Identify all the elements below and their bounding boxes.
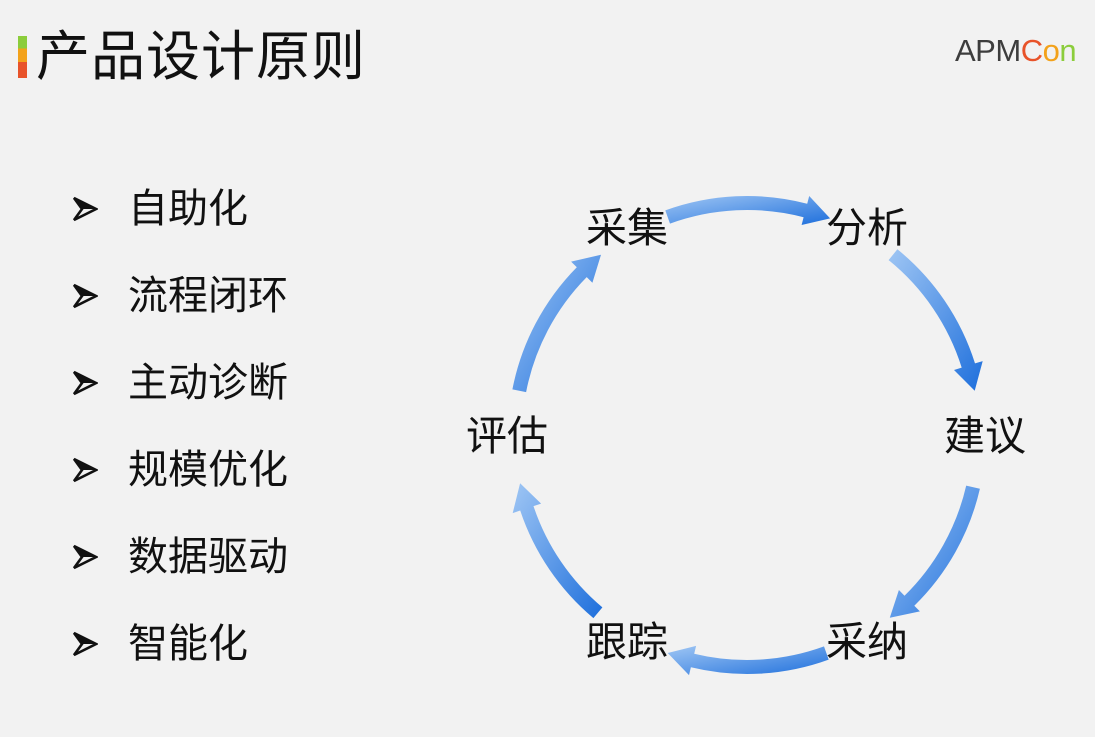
- cycle-arrows: [512, 195, 983, 676]
- principles-list: 自助化 流程闭环 主动诊断 规模优化 数据驱动 智能化: [72, 182, 288, 704]
- principle-label: 规模优化: [128, 447, 288, 493]
- cycle-step-adopt: 采纳: [826, 618, 908, 666]
- logo-text-apm: APM: [955, 33, 1021, 68]
- principle-label: 智能化: [128, 621, 248, 667]
- logo-letter-n: n: [1059, 33, 1077, 68]
- arrowhead-bullet-icon: [72, 617, 128, 671]
- curved-arrow-icon: [889, 485, 980, 618]
- principle-label: 数据驱动: [128, 534, 288, 580]
- principle-item-proactive-diagnosis: 主动诊断: [72, 356, 288, 443]
- principle-label: 自助化: [128, 186, 248, 232]
- arrowhead-bullet-icon: [72, 182, 128, 236]
- cycle-step-analyze: 分析: [826, 204, 908, 252]
- arrowhead-bullet-icon: [72, 443, 128, 497]
- curved-arrow-icon: [888, 249, 983, 391]
- cycle-step-evaluate: 评估: [466, 412, 548, 460]
- principle-item-data-driven: 数据驱动: [72, 530, 288, 617]
- title-accent-bar: [18, 36, 27, 78]
- principle-label: 主动诊断: [128, 360, 288, 406]
- curved-arrow-icon: [665, 195, 831, 225]
- cycle-step-track: 跟踪: [586, 618, 668, 666]
- principle-item-self-service: 自助化: [72, 182, 288, 269]
- arrowhead-bullet-icon: [72, 356, 128, 410]
- curved-arrow-icon: [512, 483, 603, 619]
- arrowhead-bullet-icon: [72, 530, 128, 584]
- cycle-step-collect: 采集: [586, 204, 668, 252]
- principle-item-scale-optimization: 规模优化: [72, 443, 288, 530]
- logo-letter-o: o: [1042, 33, 1060, 68]
- cycle-step-suggest: 建议: [944, 412, 1026, 460]
- page-title: 产品设计原则: [36, 25, 366, 88]
- principle-item-closed-loop: 流程闭环: [72, 269, 288, 356]
- apmcon-logo: APMCon: [955, 31, 1077, 71]
- curved-arrow-icon: [512, 254, 601, 393]
- principle-item-intelligence: 智能化: [72, 617, 288, 704]
- logo-letter-c: C: [1020, 33, 1043, 68]
- workflow-cycle-diagram: 采集 分析 建议 采纳 跟踪 评估: [466, 195, 1026, 676]
- cycle-labels: 采集 分析 建议 采纳 跟踪 评估: [466, 204, 1026, 666]
- arrowhead-bullet-icon: [72, 269, 128, 323]
- curved-arrow-icon: [667, 645, 829, 676]
- principle-label: 流程闭环: [128, 273, 288, 319]
